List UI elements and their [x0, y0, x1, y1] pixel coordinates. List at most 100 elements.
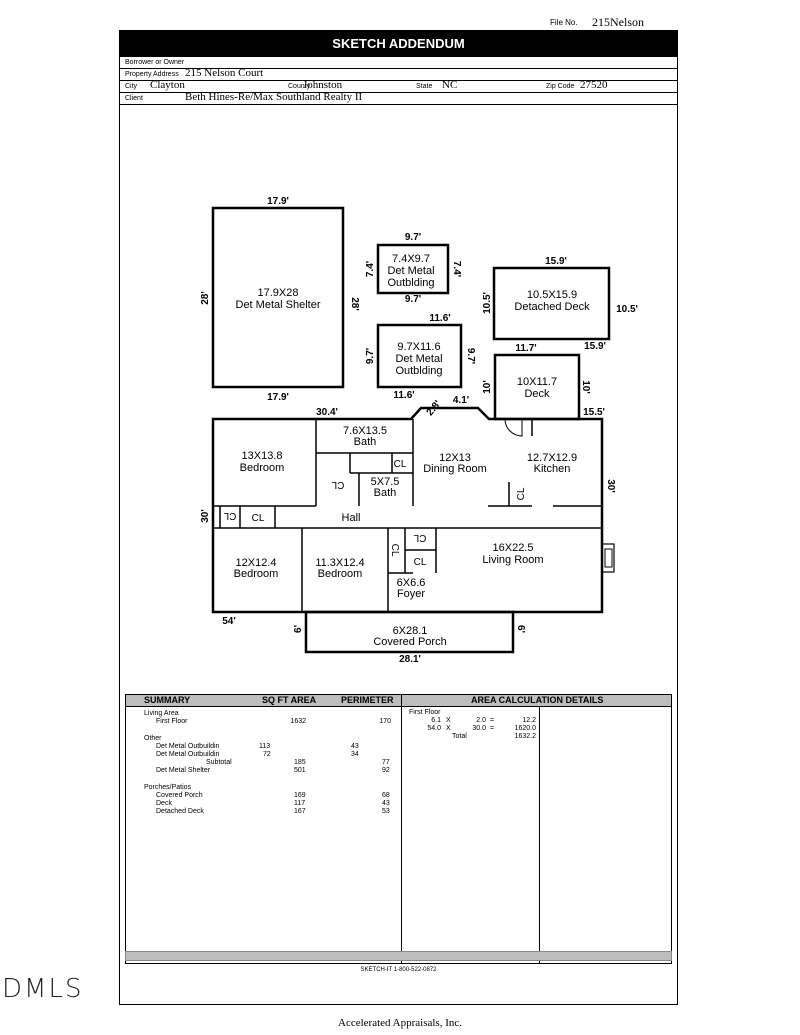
porches-label: Porches/Patios: [144, 784, 192, 791]
outbldg1-type: Outblding: [387, 277, 434, 289]
foyer-name: Foyer: [397, 588, 425, 600]
house-top-right-dim: 15.5': [583, 407, 605, 418]
city-row: City Clayton County Johnston State NC Zi…: [120, 79, 677, 93]
porch-name: Covered Porch: [373, 636, 446, 648]
house-left-dim: 30': [200, 509, 211, 523]
client-value: Beth Hines-Re/Max Southland Realty II: [185, 91, 363, 103]
closet-label: CL: [413, 532, 426, 543]
deck-left-dim: 10': [482, 380, 493, 394]
shelter-size: 17.9X28: [258, 287, 299, 299]
other-label: Other: [144, 735, 162, 742]
porch-right-dim: 6': [515, 625, 526, 633]
det-deck-top-dim: 15.9': [545, 256, 567, 267]
first-floor-perimeter: 170: [379, 718, 391, 725]
calc-details-header: AREA CALCULATION DETAILS: [471, 695, 604, 705]
hall-label: Hall: [342, 512, 361, 524]
calc-a: 54.0: [427, 725, 441, 732]
bed1-name: Bedroom: [240, 462, 285, 474]
city-value: Clayton: [150, 79, 185, 91]
client-label: Client: [125, 95, 143, 102]
porch-left-dim: 6': [293, 625, 304, 633]
company-name: Accelerated Appraisals, Inc.: [338, 1017, 462, 1029]
shelter-row-label: Det Metal Shelter: [156, 767, 211, 774]
house-right-dim: 30': [605, 479, 616, 493]
dining-name: Dining Room: [423, 463, 487, 475]
area-summary-table: SUMMARY SQ FT AREA PERIMETER AREA CALCUL…: [125, 694, 672, 964]
summary-header-label: SUMMARY: [144, 695, 191, 705]
outbldg2-size: 9.7X11.6: [397, 341, 440, 353]
porch-row-label: Covered Porch: [156, 792, 203, 799]
kitchen-size: 12.7X12.9: [527, 452, 577, 464]
deck-right-dim: 10': [580, 380, 591, 394]
outbldg1-left-dim: 7.4': [365, 261, 376, 277]
kitchen-name: Kitchen: [534, 463, 571, 475]
living-area-label: Living Area: [144, 710, 179, 717]
bed2-size: 12X12.4: [236, 557, 277, 569]
state-label: State: [416, 83, 433, 90]
column-divider: [401, 695, 402, 963]
porch-row-area: 169: [294, 792, 306, 799]
closet-label: CL: [414, 557, 427, 568]
perimeter-header: PERIMETER: [341, 695, 394, 705]
floor-plan-svg: 17.9' 17.9' 28' 28' 9.7' 9.7' 7.4' 7.4' …: [200, 196, 638, 665]
det-deck-right-dim: 10.5': [616, 304, 638, 315]
other-row-label: Det Metal Outbuildin: [156, 743, 220, 750]
closet-label: CL: [516, 487, 527, 500]
foyer-size: 6X6.6: [397, 577, 426, 589]
other-row-label: Det Metal Outbuildin: [156, 751, 220, 758]
porch-row-area: 117: [294, 800, 306, 807]
closet-label: CL: [223, 510, 236, 521]
shelter-left-dim: 28': [200, 291, 211, 305]
porch-row-label: Deck: [156, 800, 172, 807]
subtotal-perimeter: 77: [382, 759, 390, 766]
file-no-value: 215Nelson: [592, 15, 644, 29]
shelter-top-dim: 17.9': [267, 196, 289, 207]
house-top-left-dim: 30.4': [316, 407, 338, 418]
bath1-name: Bath: [354, 436, 377, 448]
other-row-perimeter: 43: [351, 743, 359, 750]
porch-row-area: 167: [294, 808, 306, 815]
calc-result: 1620.0: [514, 725, 536, 732]
file-no-label: File No.: [550, 18, 578, 27]
summary-header: SUMMARY SQ FT AREA PERIMETER AREA CALCUL…: [126, 695, 671, 707]
outbldg2-bottom-dim: 11.6': [393, 390, 414, 401]
bed3-name: Bedroom: [318, 568, 363, 580]
state-value: NC: [442, 79, 458, 91]
shelter-name: Det Metal Shelter: [236, 299, 321, 311]
outbldg1-top-dim: 9.7': [405, 232, 421, 243]
house-diag-dim: 2.8': [425, 399, 444, 419]
other-row-perimeter: 34: [351, 751, 359, 758]
closet-label: CL: [389, 544, 400, 557]
first-floor-label: First Floor: [156, 718, 188, 725]
bed1-size: 13X13.8: [242, 450, 283, 462]
det-deck-name: Detached Deck: [514, 301, 590, 313]
property-label: Property Address: [125, 71, 179, 78]
summary-footer-bar: [125, 951, 672, 961]
calc-x: X: [446, 717, 451, 724]
outbldg1-right-dim: 7.4': [451, 261, 462, 277]
outbldg2-outline: [376, 323, 463, 389]
dmls-watermark: DMLS: [2, 974, 84, 1004]
outbldg1-size: 7.4X9.7: [392, 253, 430, 265]
calc-b: 30.0: [472, 725, 486, 732]
software-code: SKETCH-IT 1-800-522-0872: [360, 967, 437, 973]
property-value: 215 Nelson Court: [185, 67, 264, 79]
outbldg2-top-dim: 11.6': [429, 313, 450, 324]
other-row-area: 72: [263, 751, 271, 758]
deck-top-dim: 11.7': [515, 343, 536, 354]
bed3-size: 11.3X12.4: [315, 557, 364, 569]
outbldg1-bottom-dim: 9.7': [405, 294, 421, 305]
form-title: SKETCH ADDENDUM: [120, 31, 677, 57]
shelter-outline: [211, 206, 345, 389]
dining-size: 12X13: [439, 452, 471, 464]
closet-label: CL: [252, 513, 265, 524]
bath2-size: 5X7.5: [371, 476, 400, 488]
calc-eq: =: [490, 725, 495, 732]
floor-plan-sketch: 17.9' 17.9' 28' 28' 9.7' 9.7' 7.4' 7.4' …: [120, 106, 677, 691]
property-row: Property Address 215 Nelson Court: [120, 67, 677, 81]
calc-result: 12.2: [522, 717, 536, 724]
county-value: Johnston: [303, 79, 343, 91]
outbldg1-name: Det Metal: [387, 265, 434, 277]
closet-label: CL: [331, 479, 344, 490]
other-row-area: 113: [259, 743, 271, 750]
